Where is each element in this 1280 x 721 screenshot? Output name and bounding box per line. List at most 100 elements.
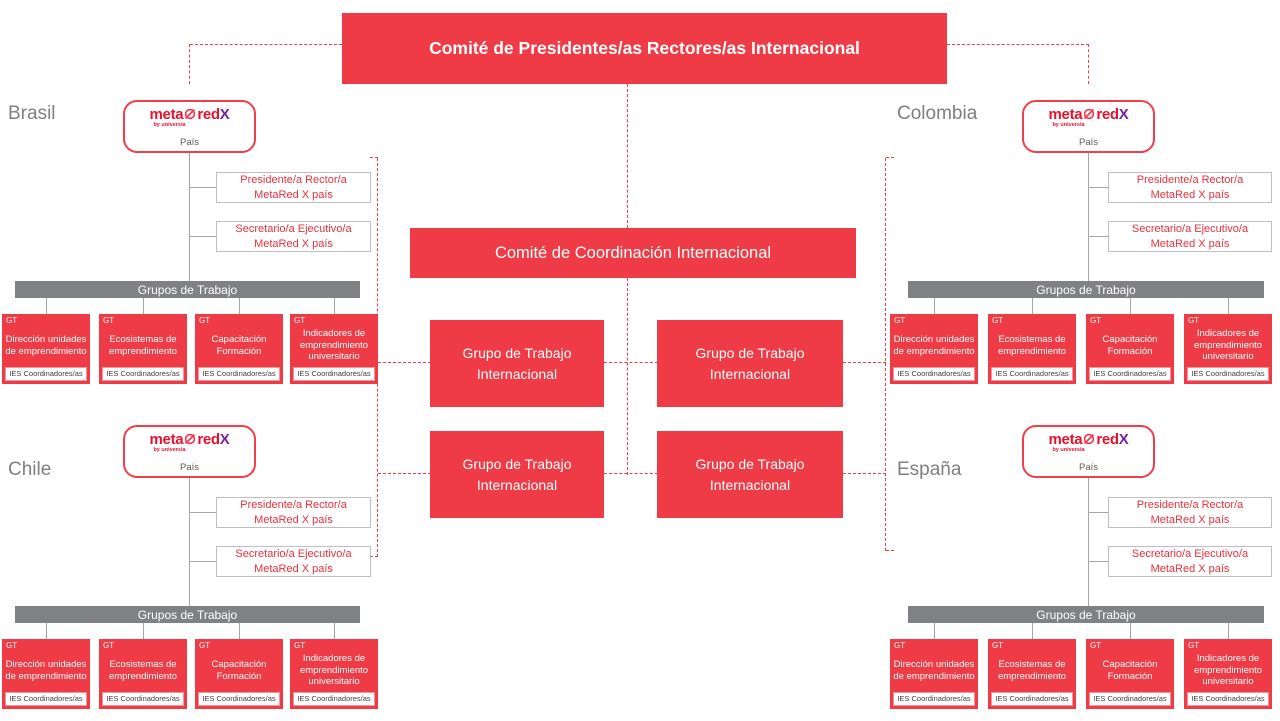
dashed-connector: [886, 157, 894, 158]
ies-coordinators-label: IES Coordinadores/as: [5, 367, 87, 381]
intl-presidents-committee-box: Comité de Presidentes/as Rectores/as Int…: [342, 13, 947, 84]
logo-meta-text: meta: [1048, 431, 1083, 448]
connector-line: [46, 623, 47, 639]
logo-pais-label: País: [179, 462, 199, 473]
connector-line: [334, 623, 335, 639]
connector-line: [1130, 298, 1131, 314]
ies-coordinators-label: IES Coordinadores/as: [198, 367, 280, 381]
logo-x-text: X: [1118, 106, 1129, 123]
ies-coordinators-label: IES Coordinadores/as: [893, 367, 975, 381]
gt-tag: GT: [894, 316, 906, 325]
secretary-box: Secretario/a Ejecutivo/a MetaRed X país: [216, 546, 371, 577]
logo-x-text: X: [219, 106, 230, 123]
ies-coordinators-label: IES Coordinadores/as: [1089, 692, 1171, 706]
connector-line: [189, 236, 216, 237]
connector-line: [334, 298, 335, 314]
gt-title: Indicadores de emprendimiento universita…: [1193, 652, 1263, 688]
dashed-connector: [627, 84, 628, 228]
connector-line: [143, 298, 144, 314]
paperclip-icon: [185, 108, 196, 120]
logo-pais-label: País: [179, 137, 199, 148]
ies-coordinators-label: IES Coordinadores/as: [102, 692, 184, 706]
groups-bar: Grupos de Trabajo: [15, 281, 360, 298]
logo-by-universia: by universia: [153, 447, 186, 453]
dashed-connector: [885, 158, 886, 551]
intl-working-group-box: Grupo de Trabajo Internacional: [657, 431, 843, 518]
gt-tag: GT: [1090, 641, 1102, 650]
connector-line: [1088, 512, 1108, 513]
connector-line: [189, 478, 190, 606]
intl-working-group-box: Grupo de Trabajo Internacional: [430, 431, 604, 518]
gt-tag: GT: [199, 316, 211, 325]
dashed-connector: [378, 362, 431, 363]
ies-coordinators-label: IES Coordinadores/as: [991, 692, 1073, 706]
logo-pais-label: País: [1078, 462, 1098, 473]
ies-coordinators-label: IES Coordinadores/as: [1187, 692, 1269, 706]
connector-line: [189, 512, 216, 513]
logo-red-text: red: [197, 431, 220, 448]
gt-tag: GT: [294, 641, 306, 650]
dashed-connector: [604, 362, 658, 363]
dashed-connector: [190, 44, 342, 45]
logo-meta-text: meta: [149, 431, 184, 448]
gt-tag: GT: [103, 316, 115, 325]
connector-line: [239, 298, 240, 314]
connector-line: [1032, 298, 1033, 314]
paperclip-icon: [1084, 108, 1095, 120]
connector-line: [1088, 561, 1108, 562]
gt-title: Capacitación Formación: [211, 333, 267, 357]
connector-line: [934, 623, 935, 639]
gt-tag: GT: [1090, 316, 1102, 325]
dashed-connector: [370, 157, 378, 158]
gt-title: Dirección unidades de emprendimiento: [893, 333, 975, 357]
gt-title: Ecosistemas de emprendimiento: [108, 333, 178, 357]
dashed-connector: [189, 44, 190, 84]
logo-x-text: X: [1118, 431, 1129, 448]
connector-line: [1228, 623, 1229, 639]
dashed-connector: [378, 473, 431, 474]
gt-tag: GT: [992, 316, 1004, 325]
logo-by-universia: by universia: [1052, 447, 1085, 453]
gt-title: Capacitación Formación: [1102, 333, 1158, 357]
ies-coordinators-label: IES Coordinadores/as: [198, 692, 280, 706]
country-label: Chile: [8, 459, 52, 480]
connector-line: [189, 187, 216, 188]
groups-bar: Grupos de Trabajo: [15, 606, 360, 623]
president-box: Presidente/a Rector/a MetaRed X país: [1108, 497, 1272, 528]
country-label: Colombia: [897, 103, 978, 124]
country-label: España: [897, 459, 962, 480]
dashed-connector: [843, 473, 886, 474]
gt-tag: GT: [6, 641, 18, 650]
gt-tag: GT: [6, 316, 18, 325]
connector-line: [189, 561, 216, 562]
gt-title: Indicadores de emprendimiento universita…: [1193, 327, 1263, 363]
president-box: Presidente/a Rector/a MetaRed X país: [216, 172, 371, 203]
connector-line: [1088, 187, 1108, 188]
connector-line: [1088, 478, 1089, 606]
gt-title: Capacitación Formación: [1102, 658, 1158, 682]
logo-x-text: X: [219, 431, 230, 448]
connector-line: [1228, 298, 1229, 314]
intl-working-group-box: Grupo de Trabajo Internacional: [657, 320, 843, 407]
president-box: Presidente/a Rector/a MetaRed X país: [1108, 172, 1272, 203]
gt-tag: GT: [1188, 316, 1200, 325]
logo-pais-label: País: [1078, 137, 1098, 148]
dashed-connector: [1088, 44, 1089, 84]
president-box: Presidente/a Rector/a MetaRed X país: [216, 497, 371, 528]
intl-coordination-committee-box: Comité de Coordinación Internacional: [410, 228, 856, 278]
